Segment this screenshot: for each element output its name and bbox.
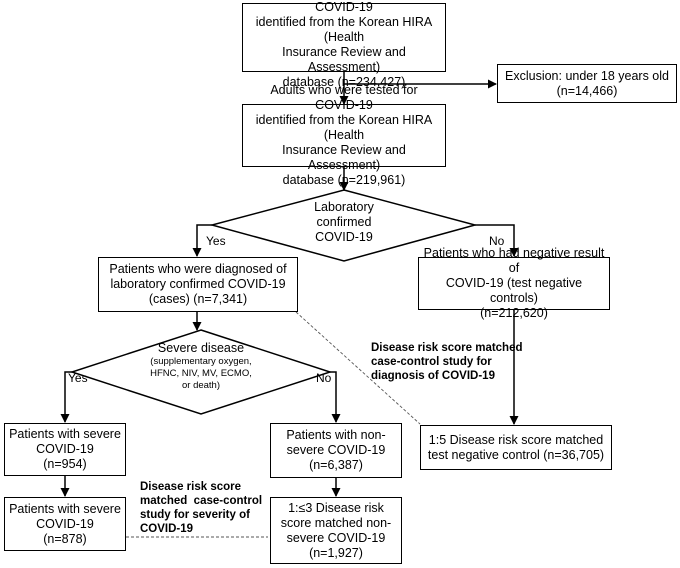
- box-text: Patients who were diagnosed of: [109, 262, 287, 276]
- box-confirmed-cases: Patients who were diagnosed of laborator…: [98, 257, 298, 312]
- box-severe-matched: Patients with severe COVID-19 (n=878): [4, 497, 126, 551]
- box-text: (n=6,387): [309, 458, 363, 472]
- box-text: Patients with non-: [286, 428, 386, 442]
- box-test-negative-controls: Patients who had negative result of COVI…: [418, 246, 610, 320]
- decision-severe-disease: Severe disease (supplementary oxygen, HF…: [131, 341, 271, 392]
- branch-label-lab-no: No: [489, 234, 505, 248]
- box-text: Insurance Review and Assessment): [282, 143, 406, 172]
- decision-text: COVID-19: [315, 230, 373, 244]
- arrow-lab-no: [475, 224, 519, 257]
- box-text: database (n=234,427): [282, 75, 406, 89]
- box-text: Patients with severe: [9, 427, 121, 441]
- decision-detail: or death): [181, 380, 221, 391]
- note-diagnosis-study: Disease risk score matched case-control …: [371, 341, 523, 383]
- box-text: Patients with severe: [9, 501, 121, 516]
- note-text: diagnosis of COVID-19: [371, 370, 495, 382]
- box-text: COVID-19: [36, 442, 94, 456]
- box-text: Adults who were tested for COVID-19: [270, 83, 418, 112]
- note-text: case-control study for: [371, 356, 492, 368]
- decision-detail: HFNC, NIV, MV, ECMO,: [150, 368, 252, 379]
- note-severity-study: Disease risk score matched case-control …: [140, 480, 262, 536]
- box-text: (n=212,620): [480, 306, 548, 320]
- box-text: score matched non-: [280, 515, 392, 530]
- branch-label-lab-yes: Yes: [206, 234, 226, 248]
- decision-lab-confirmed-shape: [209, 189, 478, 262]
- decision-detail: (supplementary oxygen,: [150, 356, 252, 367]
- box-text: COVID-19: [36, 516, 94, 531]
- box-severe-covid: Patients with severe COVID-19 (n=954): [4, 423, 126, 476]
- note-text: matched case-control: [140, 495, 263, 507]
- box-hira-all-tested: Individuals who were tested for COVID-19…: [242, 0, 446, 89]
- decision-severe-disease-shape: [69, 329, 333, 415]
- box-text: severe COVID-19: [286, 530, 386, 545]
- box-text: 1:≤3 Disease risk: [288, 500, 384, 515]
- box-text: (n=878): [43, 531, 87, 546]
- box-text: severe COVID-19: [286, 443, 386, 457]
- arrow-lab-yes: [192, 224, 212, 257]
- box-text: laboratory confirmed COVID-19: [110, 277, 286, 291]
- box-text: Exclusion: under 18 years old: [505, 68, 669, 83]
- decision-title: Severe disease: [157, 341, 245, 355]
- box-text: (n=954): [43, 457, 87, 471]
- decision-text: Laboratory: [314, 200, 374, 214]
- box-nonsevere-matched: 1:≤3 Disease risk score matched non- sev…: [270, 497, 402, 564]
- box-exclusion: Exclusion: under 18 years old (n=14,466): [497, 64, 677, 103]
- box-text: (n=1,927): [309, 545, 363, 560]
- branch-label-severe-yes: Yes: [68, 371, 88, 385]
- dashed-link-cases-to-controls: [295, 311, 421, 425]
- box-text: identified from the Korean HIRA (Health: [255, 15, 433, 44]
- box-text: test negative control (n=36,705): [427, 447, 605, 462]
- branch-label-severe-no: No: [316, 371, 332, 385]
- box-text: (n=14,466): [556, 83, 618, 98]
- decision-text: confirmed: [316, 215, 372, 229]
- box-text: 1:5 Disease risk score matched: [428, 432, 604, 447]
- note-text: Disease risk score: [140, 481, 242, 493]
- box-adults-tested: Adults who were tested for COVID-19 iden…: [242, 83, 446, 187]
- box-text: Insurance Review and Assessment): [282, 45, 406, 74]
- note-text: study for severity of: [140, 509, 250, 521]
- box-text: Patients who had negative result of: [423, 246, 605, 275]
- note-text: Disease risk score matched: [371, 342, 523, 354]
- decision-lab-confirmed: Laboratory confirmed COVID-19: [294, 200, 394, 245]
- box-nonsevere-covid: Patients with non- severe COVID-19 (n=6,…: [270, 423, 402, 478]
- box-text: COVID-19 (test negative controls): [445, 276, 583, 305]
- box-text: (cases) (n=7,341): [148, 292, 248, 306]
- box-matched-negative-controls: 1:5 Disease risk score matched test nega…: [420, 425, 612, 470]
- box-text: identified from the Korean HIRA (Health: [255, 113, 433, 142]
- box-text: Individuals who were tested for COVID-19: [315, 0, 373, 14]
- note-text: COVID-19: [140, 523, 194, 535]
- box-text: database (n=219,961): [282, 173, 406, 187]
